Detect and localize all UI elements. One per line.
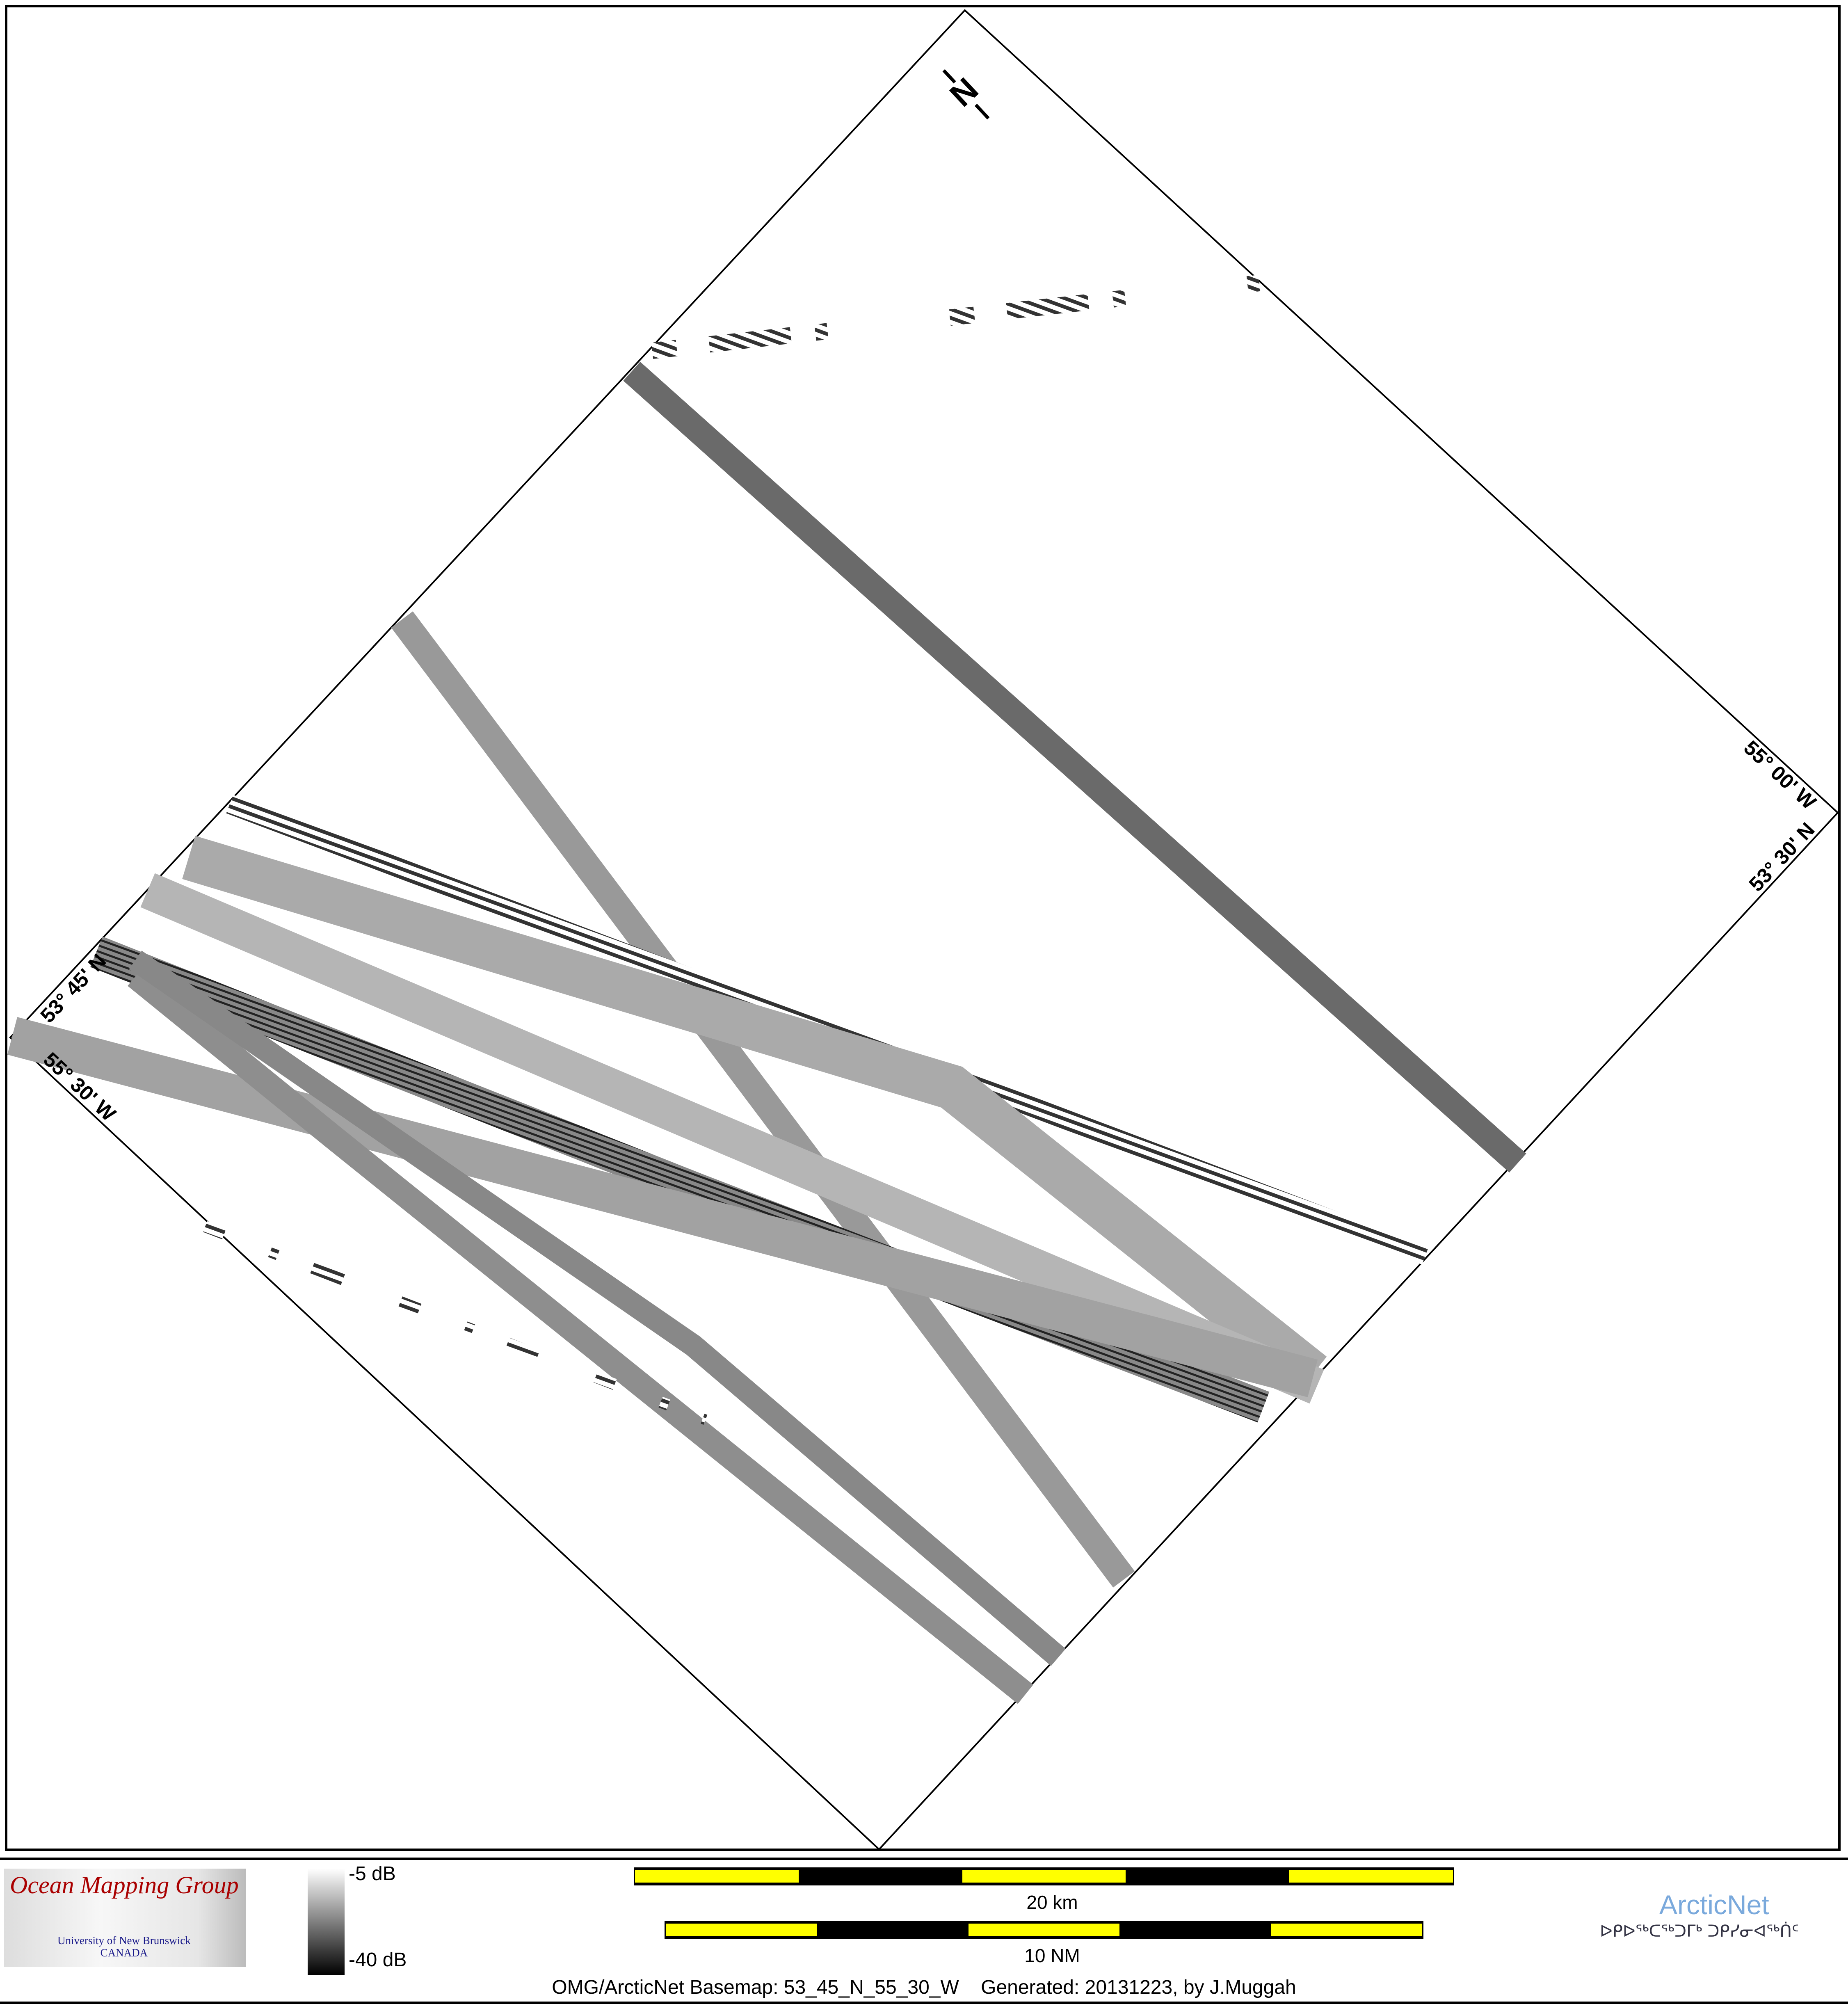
colorbar <box>308 1869 345 1975</box>
swath <box>623 361 1526 1173</box>
backscatter-map: N <box>7 9 1839 1851</box>
scale-bar-km <box>634 1867 1454 1885</box>
swaths <box>7 275 1526 1704</box>
north-arrow: N <box>942 69 990 120</box>
map-credit: OMG/ArcticNet Basemap: 53_45_N_55_30_W G… <box>552 1977 1296 1998</box>
logo-title: Ocean Mapping Group <box>10 1871 239 1899</box>
swath <box>182 836 1327 1392</box>
colorbar-max-label: -5 dB <box>349 1863 396 1885</box>
swath <box>7 1017 1318 1397</box>
legend-footer <box>0 1858 1848 2004</box>
arcticnet-syllabics: ᐅᑭᐅᖅᑕᖅᑐᒥᒃ ᑐᑭᓯᓂᐊᖅᑏᑦ <box>1600 1922 1799 1941</box>
swath <box>391 611 1135 1588</box>
survey-area-boundary <box>9 9 1839 1851</box>
colorbar-min-label: -40 dB <box>349 1949 407 1971</box>
map-frame <box>5 5 1841 1851</box>
swath <box>140 873 1324 1404</box>
swath <box>651 275 1261 359</box>
scale-km-label: 20 km <box>1026 1892 1078 1913</box>
swath <box>128 967 1033 1704</box>
scale-nm-label: 10 NM <box>1024 1945 1080 1966</box>
arcticnet-logo: ArcticNet <box>1659 1890 1769 1920</box>
scale-bar-nm <box>665 1921 1423 1939</box>
omg-logo: Ocean Mapping Group University of New Br… <box>4 1869 246 1967</box>
swath <box>129 951 1066 1666</box>
